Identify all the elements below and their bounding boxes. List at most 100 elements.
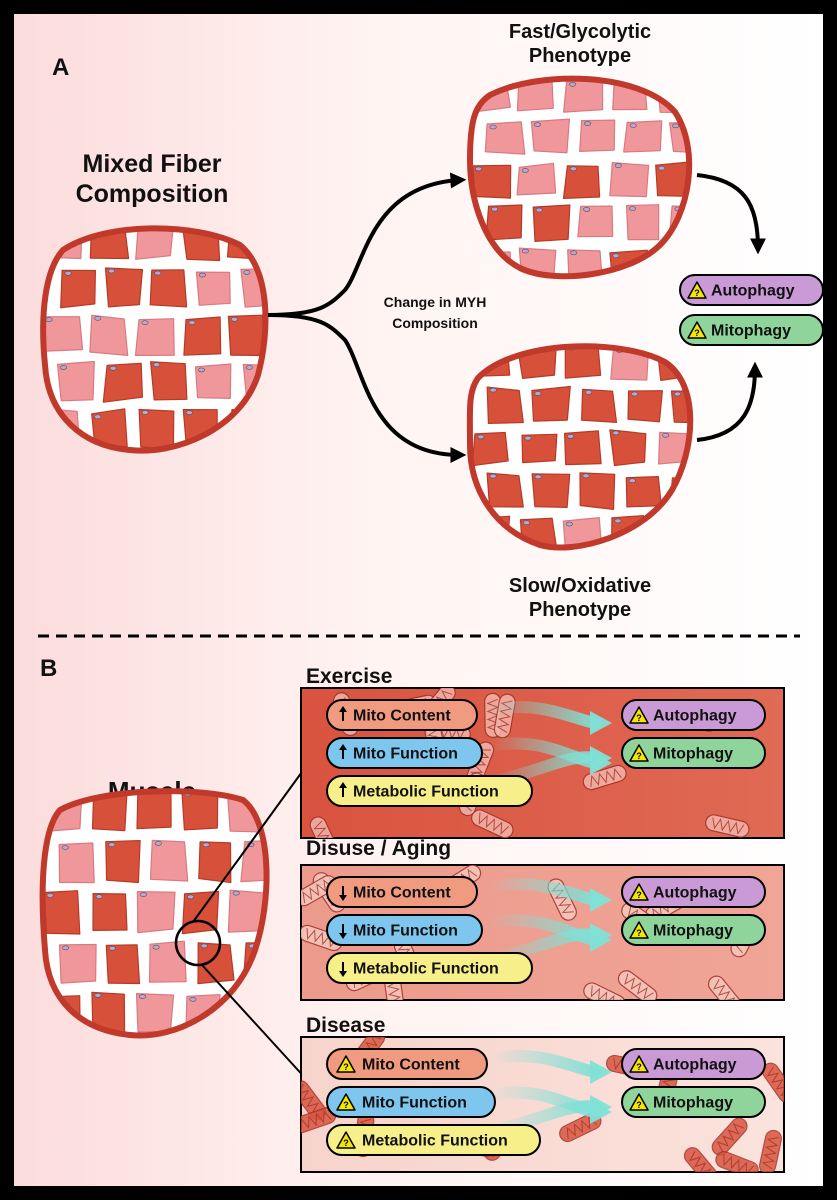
nucleus [141,320,149,326]
nucleus [658,165,666,171]
svg-text:?: ? [343,1062,349,1072]
slow-title-line1: Slow/Oxidative [509,575,651,597]
outcome-autophagy-pill: ?Autophagy [621,699,766,731]
nucleus [582,473,590,479]
svg-text:?: ? [636,890,642,900]
dark-fiber-cell [198,841,232,884]
slow-title-line2: Phenotype [529,599,631,621]
factor-mito-content-pill-label: Mito Content [362,1057,460,1074]
change-label-line2: Composition [392,315,478,331]
nucleus [232,890,240,896]
arrow-slow-to-outcomes [696,361,763,442]
mitochondrion-icon [471,809,514,838]
light-fiber-cell [577,205,614,238]
nucleus [521,168,529,173]
nucleus [672,123,680,129]
change-label-line1: Change in MYH [384,294,487,310]
outcome-mitophagy-pill: ?Mitophagy [621,1086,766,1118]
nucleus [631,391,639,397]
outcome-mitophagy-pill-label: Mitophagy [711,323,791,340]
light-fiber-cell [484,121,526,155]
up-arrow-icon [339,744,347,759]
nucleus [108,945,116,951]
factor-mito-function-pill: Mito Function [326,737,483,769]
fiber-outline [40,225,269,454]
teal-arrow-head [590,923,612,947]
nucleus [230,316,238,322]
nucleus [188,320,196,325]
nucleus [154,270,162,276]
mixed-title-line2: Composition [76,180,229,208]
teal-arrow-head [590,746,612,770]
warning-question-icon: ? [336,1093,356,1111]
outcome-mitophagy-pill: ?Mitophagy [679,314,824,346]
dark-fiber-cell [102,362,143,403]
panel-b-letter: B [40,655,57,682]
light-fiber-cell [227,889,267,933]
outcome-autophagy-pill-label: Autophagy [711,283,795,300]
nucleus [628,478,636,484]
outcome-autophagy-pill-label: Autophagy [653,1057,737,1074]
dark-fiber-cell [531,473,571,508]
dark-fiber-cell [564,346,602,379]
dark-fiber-cell [60,269,96,309]
nucleus [202,842,210,848]
dark-fiber-cell [486,386,524,424]
outcome-autophagy-pill: ?Autophagy [621,876,766,908]
light-fiber-cell [195,271,231,306]
outcome-autophagy-pill: ?Autophagy [621,1048,766,1080]
arrow-to-slow [267,313,467,463]
mitochondrion-icon [707,975,743,1000]
svg-text:?: ? [636,928,642,938]
factor-mito-content-pill: Mito Content [326,699,478,731]
nucleus [94,414,102,420]
nucleus [189,996,197,1002]
factor-metabolic-function-pill: Metabolic Function [326,775,533,807]
factor-metabolic-function-pill-label: Metabolic Function [362,1133,508,1150]
warning-question-icon: ? [687,281,707,299]
teal-arrow-head [590,888,612,912]
nucleus [94,315,102,321]
nucleus [139,892,147,897]
dark-fiber-cell [609,429,647,467]
factor-mito-function-pill-label: Mito Function [353,923,458,940]
condition-title: Disuse / Aging [306,837,451,860]
nucleus [662,432,670,438]
nucleus [243,270,251,275]
nucleus [109,365,117,371]
dark-fiber-cell [91,991,126,1036]
nucleus [522,520,530,526]
zoom-circle [174,919,222,967]
light-fiber-cell [579,119,616,152]
mitochondrion-icon [683,1147,720,1172]
mitochondrion-icon [715,1151,759,1172]
nucleus [533,122,541,127]
zoom-line-upper [192,764,308,923]
fast-title-line2: Phenotype [529,45,631,67]
factor-mito-content-pill: Mito Content [326,876,478,908]
light-fiber-cell [135,993,175,1033]
warning-question-icon: ? [336,1055,356,1073]
outcome-autophagy-pill: ?Autophagy [679,274,824,306]
warning-question-icon: ? [629,921,649,939]
nucleus [567,434,575,439]
teal-arrow-head [590,711,612,735]
light-fiber-cell [625,204,660,241]
arrow-fast-to-outcomes [696,173,766,255]
condition-title: Exercise [306,665,392,688]
nucleus [534,474,542,480]
nucleus [673,391,681,397]
outcome-mitophagy-pill-label: Mitophagy [653,1095,733,1112]
light-fiber-cell [623,120,663,153]
dark-fiber-cell [105,840,141,884]
nucleus [141,410,149,415]
factor-mito-content-pill-label: Mito Content [353,885,451,902]
nucleus [139,994,147,999]
nucleus [152,944,160,950]
dark-fiber-cell [150,361,188,401]
light-fiber-cell [149,839,189,882]
